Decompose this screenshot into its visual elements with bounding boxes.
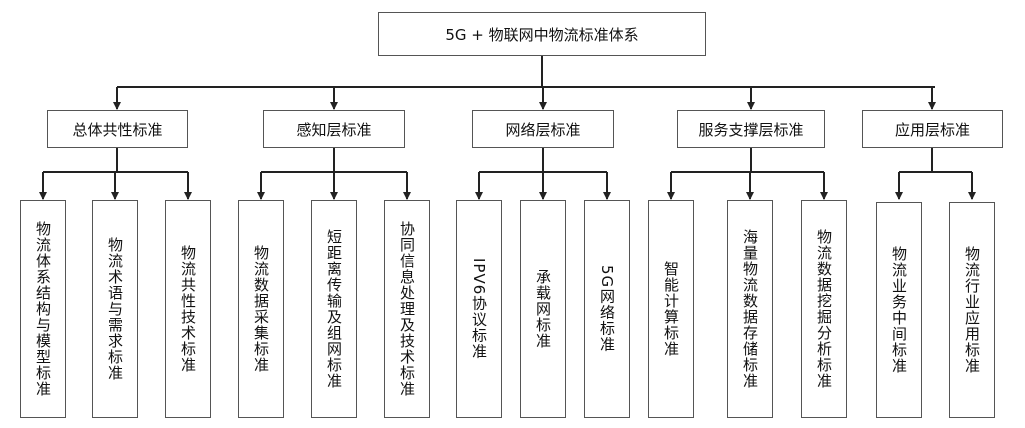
leaf-node: 物流术语与需求标准 [92,200,138,418]
leaf-label: 物流数据挖掘分析标准 [815,229,833,389]
leaf-node: 承载网标准 [520,200,566,418]
leaf-node: 智能计算标准 [648,200,694,418]
leaf-node: 物流体系结构与模型标准 [20,200,66,418]
category-node-perception: 感知层标准 [263,110,405,148]
leaf-label: 物流体系结构与模型标准 [34,221,52,397]
category-label: 网络层标准 [505,120,581,139]
leaf-label: 海量物流数据存储标准 [741,229,759,389]
leaf-label: 智能计算标准 [662,261,680,357]
category-node-network: 网络层标准 [472,110,614,148]
category-node-service-support: 服务支撑层标准 [677,110,825,148]
leaf-label: 物流行业应用标准 [963,246,981,374]
category-label: 感知层标准 [296,120,372,139]
leaf-node: 物流业务中间标准 [876,202,922,418]
leaf-label: 协同信息处理及技术标准 [398,221,416,397]
leaf-node: 协同信息处理及技术标准 [384,200,430,418]
category-label: 总体共性标准 [72,120,163,139]
root-node: 5G + 物联网中物流标准体系 [378,12,706,56]
category-label: 应用层标准 [894,120,970,139]
category-node-general: 总体共性标准 [47,110,188,148]
leaf-label: 物流共性技术标准 [179,245,197,373]
leaf-node: 短距离传输及组网标准 [311,200,357,418]
leaf-label: IPV6协议标准 [470,258,488,360]
leaf-label: 5G网络标准 [598,265,616,353]
category-label: 服务支撑层标准 [698,120,804,139]
leaf-label: 物流数据采集标准 [252,245,270,373]
leaf-label: 物流术语与需求标准 [106,237,124,381]
leaf-node: 5G网络标准 [584,200,630,418]
leaf-node: 海量物流数据存储标准 [727,200,773,418]
leaf-node: 物流数据采集标准 [238,200,284,418]
leaf-node: 物流共性技术标准 [165,200,211,418]
leaf-node: 物流行业应用标准 [949,202,995,418]
leaf-label: 短距离传输及组网标准 [325,229,343,389]
root-label: 5G + 物联网中物流标准体系 [445,25,639,44]
category-node-application: 应用层标准 [862,110,1003,148]
leaf-label: 承载网标准 [534,269,552,349]
leaf-label: 物流业务中间标准 [890,246,908,374]
leaf-node: 物流数据挖掘分析标准 [801,200,847,418]
leaf-node: IPV6协议标准 [456,200,502,418]
